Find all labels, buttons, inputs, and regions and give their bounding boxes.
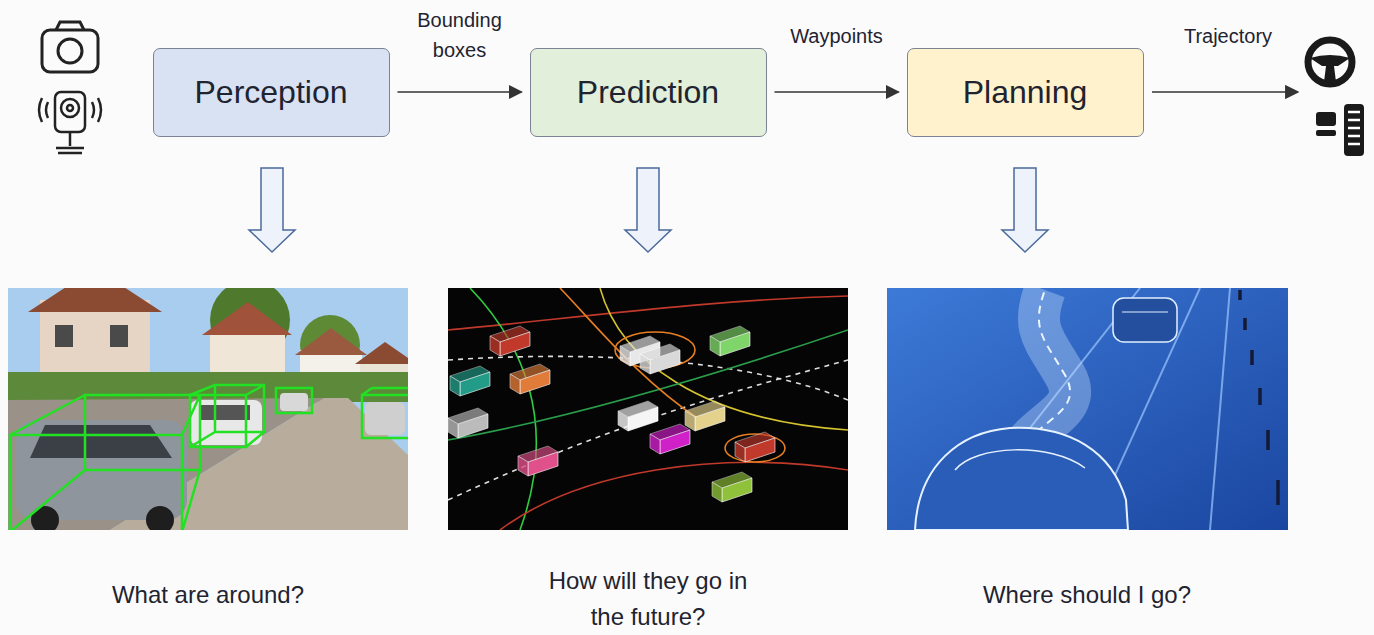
output-arrow <box>1152 91 1298 93</box>
flow-arrow <box>775 91 899 93</box>
prediction-render <box>448 288 848 530</box>
arrow-label: Trajectory <box>1158 21 1298 51</box>
edge-label: Waypoints <box>767 21 907 51</box>
box-title: Prediction <box>577 73 719 111</box>
flow-arrow <box>398 91 522 93</box>
caption: What are around? <box>28 577 388 613</box>
edge-label: Bounding boxes <box>400 5 520 65</box>
process-box: Planning <box>907 48 1144 137</box>
caption: How will they go in the future? <box>548 563 748 635</box>
process-box: Prediction <box>530 48 767 137</box>
camera-icon <box>42 22 98 72</box>
caption: Where should I go? <box>907 577 1267 613</box>
sensor-icon <box>39 92 101 153</box>
box-title: Perception <box>195 73 348 111</box>
planning-render <box>887 288 1288 530</box>
pedals-icon <box>1316 104 1364 156</box>
box-title: Planning <box>963 73 1088 111</box>
perception-photo <box>8 288 408 530</box>
steering-wheel-icon <box>1308 40 1352 84</box>
down-arrows <box>249 168 1048 252</box>
process-box: Perception <box>153 48 390 137</box>
